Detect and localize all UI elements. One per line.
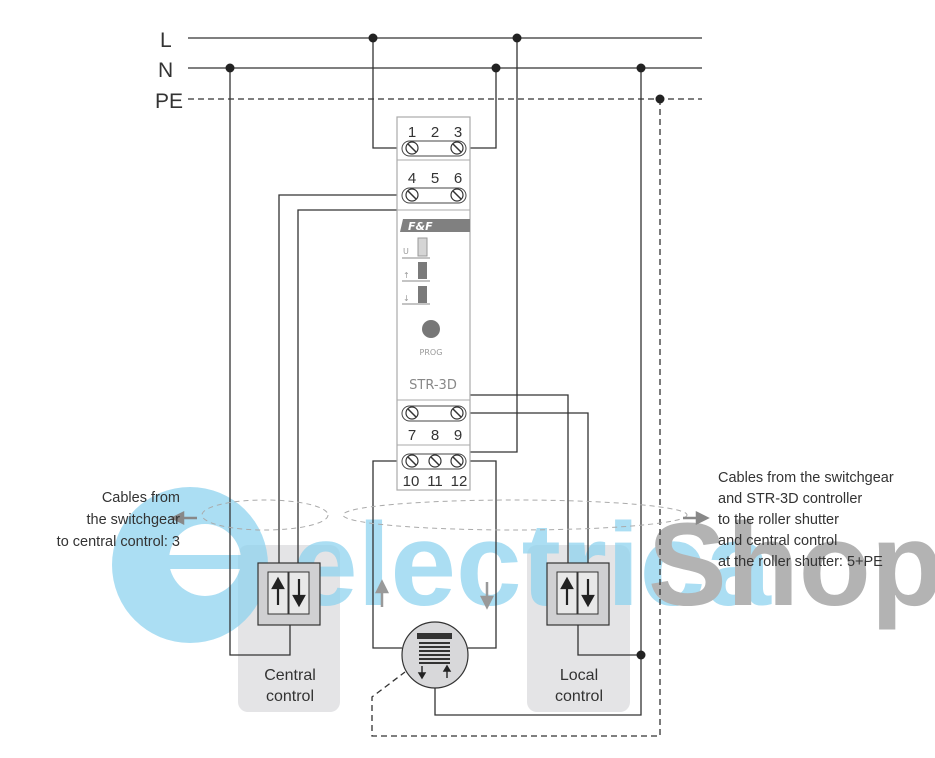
watermark-logo: electrica Shop xyxy=(112,487,935,643)
terminal-12: 12 xyxy=(451,473,468,490)
led-up-label: ↑ xyxy=(403,271,410,280)
up-direction-icon xyxy=(374,579,390,607)
label-L: L xyxy=(160,29,172,52)
watermark-text-1: electrica xyxy=(292,499,772,631)
prog-label: PROG xyxy=(420,348,443,357)
led-down-label: ↓ xyxy=(403,294,410,303)
terminal-11: 11 xyxy=(427,473,443,490)
left-arrow-icon xyxy=(170,510,197,526)
left-note-line-2: the switchgear xyxy=(87,512,181,528)
arrow-up-icon xyxy=(271,576,285,605)
local-switch[interactable] xyxy=(546,562,610,626)
terminal-8: 8 xyxy=(431,427,439,444)
central-cable-bundle xyxy=(201,499,329,531)
arrow-down-icon xyxy=(292,579,306,608)
down-direction-icon xyxy=(479,582,495,610)
arrow-down-icon xyxy=(581,579,595,608)
right-note-line-2: and STR-3D controller xyxy=(718,491,862,507)
terminal-5: 5 xyxy=(431,170,439,187)
terminal-3: 3 xyxy=(454,124,462,141)
right-note-line-1: Cables from the switchgear xyxy=(718,470,894,486)
model-label: STR-3D xyxy=(409,378,457,393)
left-note-line-1: Cables from xyxy=(102,490,180,506)
led-u-label: U xyxy=(403,247,409,256)
terminal-1: 1 xyxy=(408,124,416,141)
right-note-line-5: at the roller shutter: 5+PE xyxy=(718,554,883,570)
left-note-line-3: to central control: 3 xyxy=(57,534,180,550)
junction-dots xyxy=(225,33,665,660)
brand-logo: F&F xyxy=(408,220,433,233)
terminal-10: 10 xyxy=(403,473,420,490)
arrow-up-icon xyxy=(560,576,574,605)
local-control-label-2: control xyxy=(555,688,603,705)
label-PE: PE xyxy=(155,90,183,113)
local-control-label-1: Local xyxy=(560,667,598,684)
central-control-label-1: Central xyxy=(264,667,316,684)
terminal-7: 7 xyxy=(408,427,416,444)
central-control-label-2: control xyxy=(266,688,314,705)
right-note-line-4: and central control xyxy=(718,533,837,549)
shutter-cable-bundle xyxy=(342,499,688,531)
terminal-4: 4 xyxy=(408,170,416,187)
terminal-9: 9 xyxy=(454,427,462,444)
prog-button[interactable] xyxy=(422,320,440,338)
right-arrow-icon xyxy=(683,510,710,526)
terminal-2: 2 xyxy=(431,124,439,141)
roller-shutter-motor xyxy=(401,621,469,689)
central-switch[interactable] xyxy=(257,562,321,626)
label-N: N xyxy=(158,59,173,82)
str-3d-controller: F&F U ↑ ↓ PROG STR-3D 1 2 3 4 5 6 7 8 9 … xyxy=(396,116,471,491)
right-note-line-3: to the roller shutter xyxy=(718,512,839,528)
terminal-6: 6 xyxy=(454,170,462,187)
